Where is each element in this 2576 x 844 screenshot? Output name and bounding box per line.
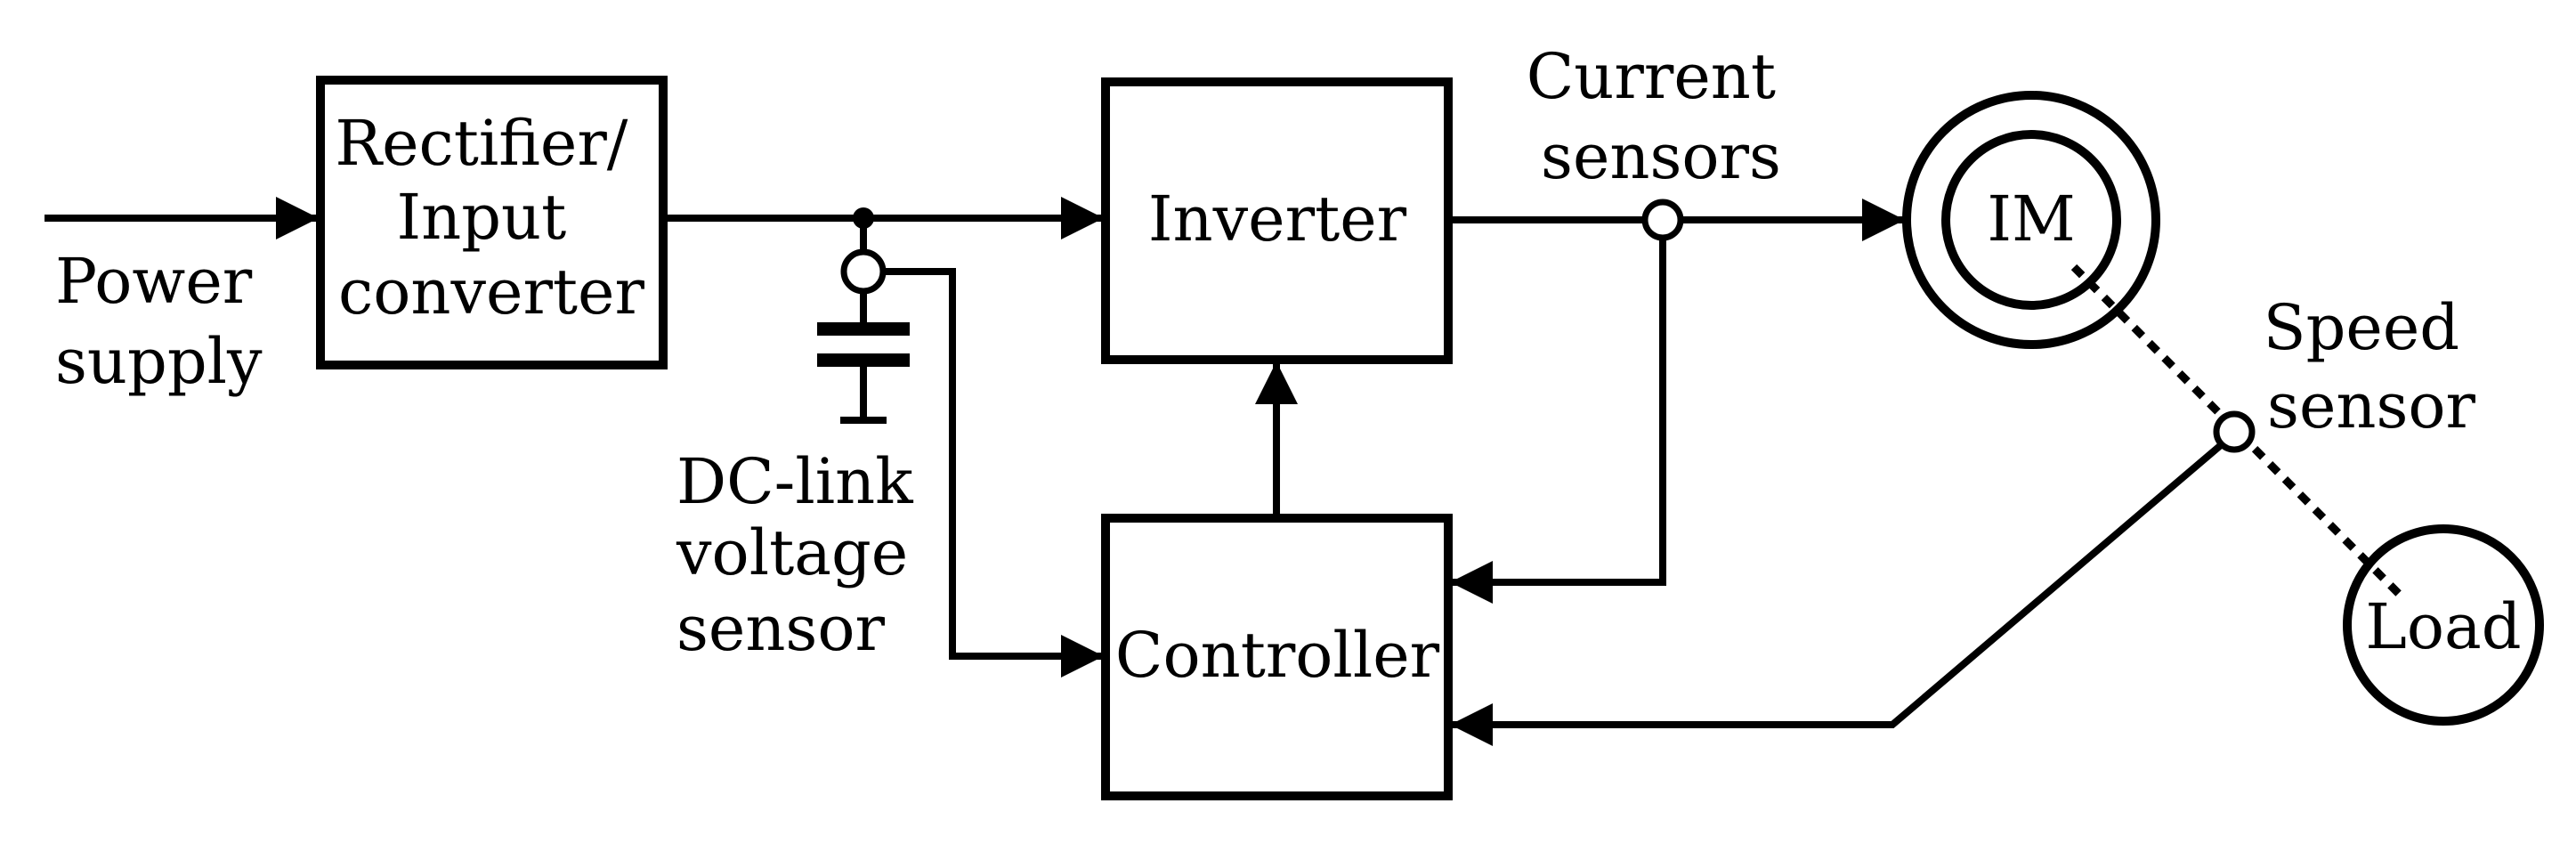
motor-inner-ring (1941, 130, 2121, 310)
speed-sensor-to-controller-arrow (1450, 442, 2224, 746)
capacitor-plate-bottom (817, 353, 910, 367)
load-label: Load (2365, 590, 2521, 663)
motor-label: IM (1987, 183, 2075, 256)
power-supply-label: Power supply (55, 245, 271, 398)
rectifier-block (316, 76, 668, 369)
controller-label: Controller (1115, 619, 1440, 692)
current-sensor-icon (1641, 199, 1684, 241)
rectifier-label: Rectifier/ Input converter (335, 107, 647, 329)
speed-sensor-icon (2213, 410, 2256, 453)
dc-link-sensor-label: DC-link voltage sensor (676, 445, 933, 665)
speed-sensor-label: Speed sensor (2264, 291, 2480, 442)
capacitor-plate-top (817, 322, 910, 336)
inverter-label: Inverter (1148, 183, 1407, 256)
dc-sensor-to-controller-arrow (883, 268, 1104, 678)
inverter-block (1101, 77, 1453, 364)
current-sensor-to-controller-arrow (1450, 238, 1666, 604)
dc-link-voltage-sensor-icon (840, 248, 887, 295)
load-circle (2343, 524, 2544, 726)
current-sensors-label: Current sensors (1527, 40, 1795, 193)
motor-shaft-line (2070, 264, 2403, 598)
